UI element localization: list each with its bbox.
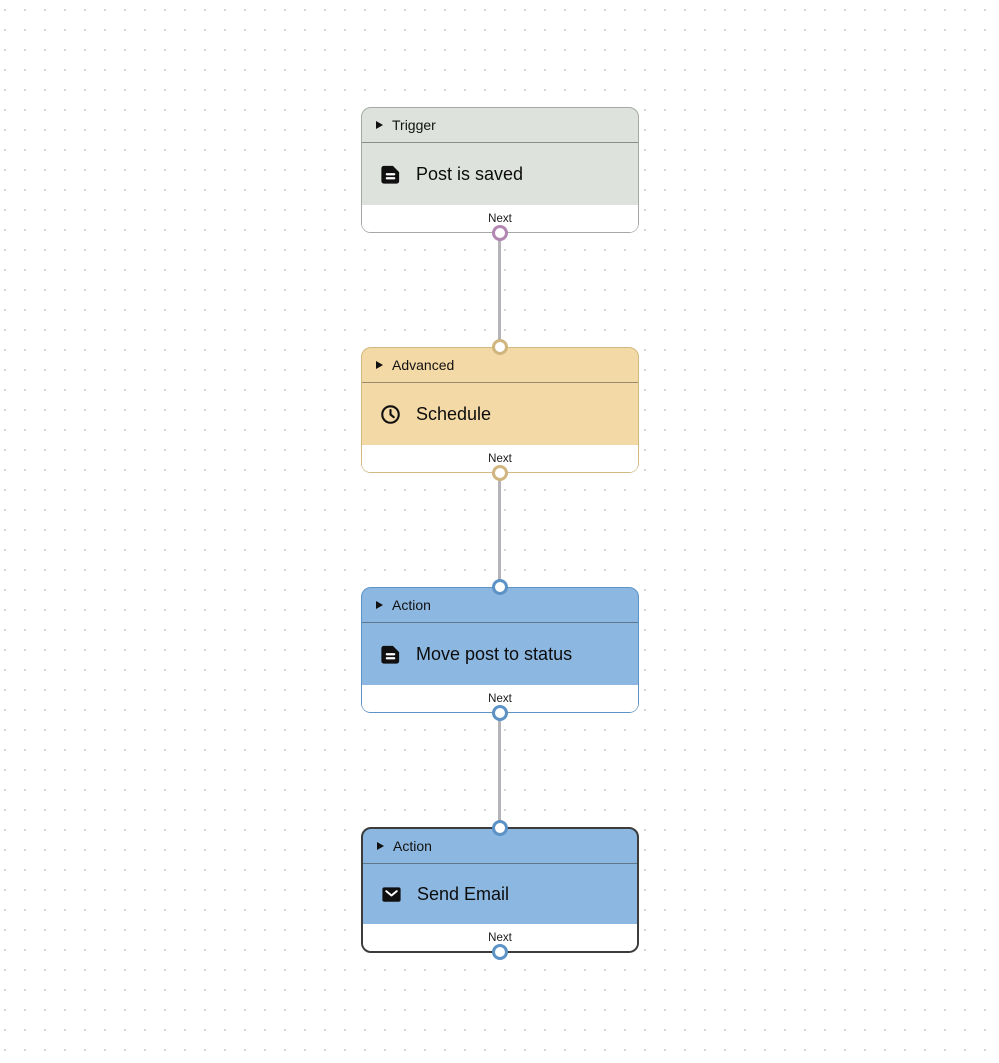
node-label: Move post to status — [416, 643, 573, 664]
node-label: Schedule — [416, 403, 492, 424]
node-category: Trigger — [392, 117, 436, 133]
node-body: Move post to status — [362, 623, 638, 685]
clock-icon — [378, 402, 402, 426]
node-category: Advanced — [392, 357, 455, 373]
output-port[interactable] — [492, 465, 508, 481]
node-header[interactable]: Action — [362, 588, 638, 623]
connector-edge — [498, 713, 501, 827]
node-advanced-schedule[interactable]: Advanced Schedule Next — [361, 339, 639, 481]
output-port[interactable] — [492, 944, 508, 960]
node-header[interactable]: Action — [363, 829, 637, 864]
document-icon — [378, 642, 402, 666]
node-header[interactable]: Advanced — [362, 348, 638, 383]
input-port[interactable] — [492, 820, 508, 836]
node-label: Send Email — [417, 883, 510, 904]
node-category: Action — [392, 597, 431, 613]
node-category: Action — [393, 838, 432, 854]
next-label: Next — [488, 212, 512, 225]
node-body: Post is saved — [362, 143, 638, 205]
output-port[interactable] — [492, 225, 508, 241]
connector-edge — [498, 233, 501, 347]
node-trigger-post-is-saved[interactable]: Trigger Post is saved Next — [361, 107, 639, 241]
node-body: Send Email — [363, 864, 637, 924]
node-header[interactable]: Trigger — [362, 108, 638, 143]
collapse-arrow-icon[interactable] — [376, 361, 383, 369]
connector-edge — [498, 473, 501, 587]
document-icon — [378, 162, 402, 186]
input-port[interactable] — [492, 339, 508, 355]
output-port[interactable] — [492, 705, 508, 721]
next-label: Next — [488, 692, 512, 705]
collapse-arrow-icon[interactable] — [377, 842, 384, 850]
envelope-icon — [379, 882, 403, 906]
collapse-arrow-icon[interactable] — [376, 601, 383, 609]
collapse-arrow-icon[interactable] — [376, 121, 383, 129]
node-action-send-email[interactable]: Action Send Email Next — [361, 820, 639, 960]
next-label: Next — [488, 452, 512, 465]
input-port[interactable] — [492, 579, 508, 595]
next-label: Next — [488, 931, 512, 944]
node-label: Post is saved — [416, 163, 524, 184]
node-action-move-post-to-status[interactable]: Action Move post to status Next — [361, 579, 639, 721]
node-body: Schedule — [362, 383, 638, 445]
